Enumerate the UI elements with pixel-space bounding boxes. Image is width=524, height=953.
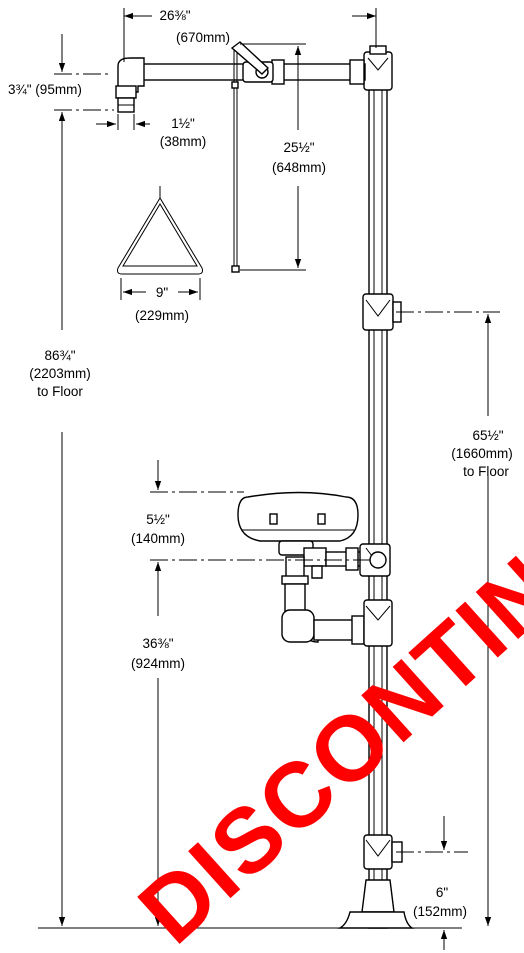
- lower-tee: [363, 599, 393, 647]
- bowl-floor-inch: 36⅜": [142, 636, 173, 651]
- standpipe: [368, 79, 388, 929]
- handle-width-inch: 9": [156, 285, 169, 300]
- handle-width-mm: (229mm): [135, 308, 189, 323]
- head-height-mm: (2203mm): [29, 366, 91, 381]
- head-drop-label: 3¾" (95mm): [8, 82, 82, 97]
- base-height-inch: 6": [436, 885, 449, 900]
- valve-height-inch: 65½": [472, 428, 503, 443]
- dimension-labels: 26⅜" (670mm) 3¾" (95mm) 1½" (38mm) 25½" …: [8, 8, 513, 919]
- pipe-size-inch: 1½": [171, 116, 195, 131]
- floor-flange: [337, 911, 415, 929]
- valve-height-floor: to Floor: [463, 464, 509, 479]
- discontinued-stamp: DISCONTINUED: [120, 402, 524, 953]
- dimension-lines: [38, 8, 500, 950]
- eyewash-bowl: [237, 491, 359, 542]
- base-column: [361, 879, 395, 913]
- head-height-floor: to Floor: [37, 384, 83, 399]
- bottom-tee: [363, 834, 393, 870]
- head-width-inch: 26⅜": [159, 8, 190, 23]
- bowl-height-inch: 5½": [146, 512, 170, 527]
- pull-rod-mm: (648mm): [272, 160, 326, 175]
- top-tee: [363, 51, 393, 91]
- head-width-mm: (670mm): [176, 30, 230, 45]
- base-height-mm: (152mm): [413, 904, 467, 919]
- bowl-floor-mm: (924mm): [131, 656, 185, 671]
- eyewash-valve: [303, 547, 327, 567]
- valve-height-mm: (1660mm): [451, 446, 513, 461]
- mid-tee: [362, 293, 394, 331]
- fixture-drawing: [115, 41, 415, 929]
- bowl-height-mm: (140mm): [131, 531, 185, 546]
- pull-rod-inch: 25½": [283, 140, 314, 155]
- head-height-inch: 86¾": [44, 348, 75, 363]
- pull-handle: [117, 197, 203, 275]
- valve-lever: [230, 41, 270, 75]
- shower-elbow: [117, 57, 145, 93]
- pipe-size-mm: (38mm): [160, 134, 207, 149]
